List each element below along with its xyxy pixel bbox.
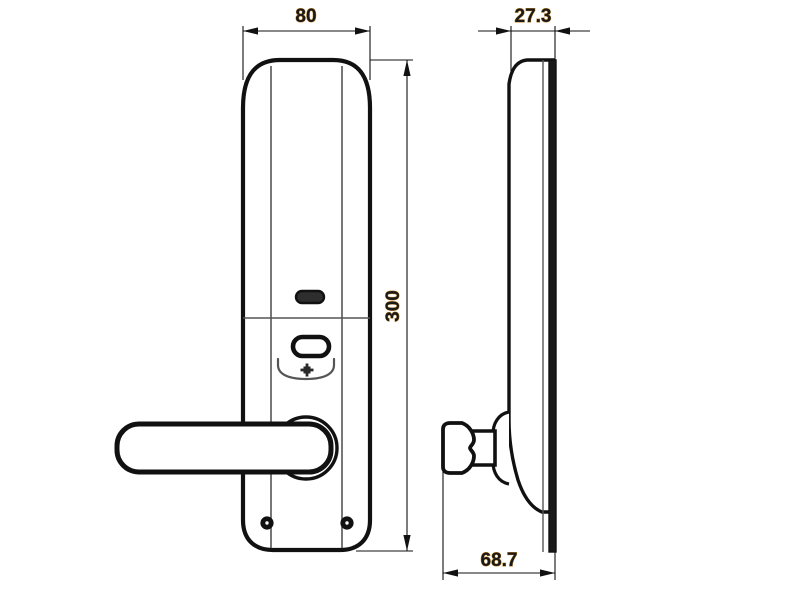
dimension-projection-68-7: 68.7 [481, 550, 518, 571]
lever-handle [114, 421, 334, 475]
arrow-687-left [443, 569, 458, 577]
arrow-273-right [555, 27, 570, 35]
side-lever-endcap [441, 421, 476, 475]
arrow-273-left [496, 27, 511, 35]
led-indicator-slot [294, 289, 326, 305]
front-view [114, 57, 373, 553]
card-reader-window [290, 334, 332, 359]
dimension-width-80: 80 [295, 6, 316, 27]
arrow-300-top [403, 60, 411, 76]
arrowheads-group [243, 27, 570, 577]
side-view [441, 58, 557, 553]
mounting-screw-right [340, 516, 354, 530]
dimension-thickness-27-3: 27.3 [515, 6, 552, 27]
escutcheon-outline [240, 57, 373, 553]
arrow-300-bottom [403, 535, 411, 551]
arrow-80-left [243, 27, 258, 35]
cross-head-screw [300, 363, 314, 377]
side-mounting-plate [548, 59, 557, 553]
arrow-80-right [355, 27, 370, 35]
dimension-height-300: 300 [383, 290, 404, 322]
side-body-outline [507, 58, 555, 514]
battery-cover-seam [276, 357, 336, 381]
arrow-687-right [540, 569, 555, 577]
mounting-screw-left [260, 516, 274, 530]
